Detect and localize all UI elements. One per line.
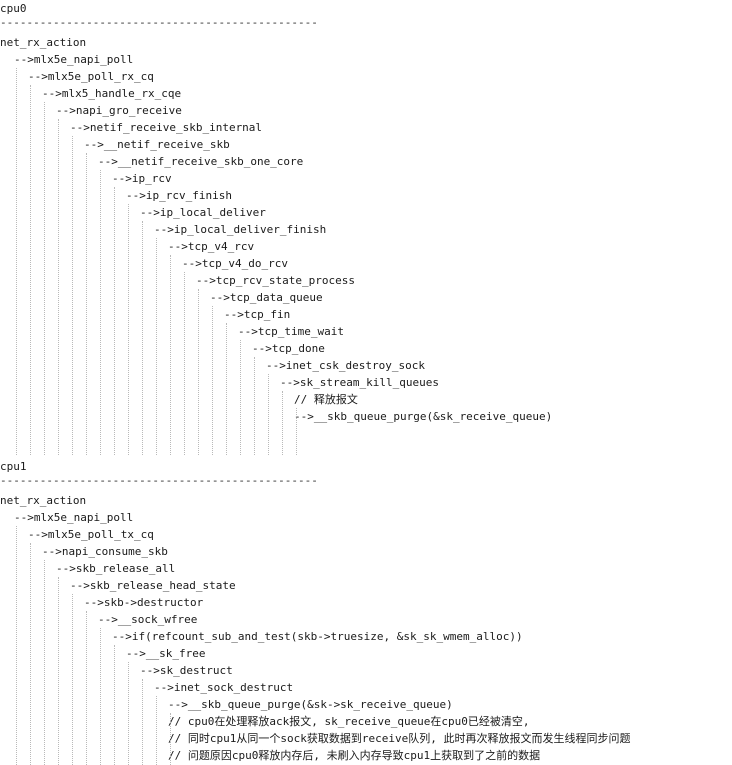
call-line: -->ip_local_deliver [140, 206, 266, 219]
call-line: -->mlx5e_napi_poll [14, 53, 134, 66]
indent-guide [44, 102, 45, 455]
section-header: cpu0 [0, 2, 27, 15]
call-line: -->netif_receive_skb_internal [70, 121, 263, 134]
indent-guide [58, 577, 59, 765]
call-line: -->skb_release_all [56, 562, 176, 575]
call-line: -->tcp_data_queue [210, 291, 323, 304]
code-comment: // 问题原因cpu0释放内存后, 未刷入内存导致cpu1上获取到了之前的数据 [168, 749, 541, 762]
indent-guide [142, 221, 143, 455]
call-line: -->tcp_done [252, 342, 325, 355]
call-line: -->tcp_v4_do_rcv [182, 257, 288, 270]
indent-guide [226, 323, 227, 455]
call-line: -->__skb_queue_purge(&sk_receive_queue) [294, 410, 553, 423]
section-separator: ----------------------------------------… [0, 474, 318, 487]
indent-guide [30, 543, 31, 765]
call-line: -->mlx5_handle_rx_cqe [42, 87, 182, 100]
indent-guide [156, 696, 157, 765]
indent-guide [100, 170, 101, 455]
indent-guide [268, 374, 269, 455]
call-line: -->tcp_rcv_state_process [196, 274, 355, 287]
code-comment: // cpu0在处理释放ack报文, sk_receive_queue在cpu0… [168, 715, 530, 728]
indent-guide [86, 611, 87, 765]
indent-guide [44, 560, 45, 765]
indent-guide [254, 357, 255, 455]
call-line: -->inet_csk_destroy_sock [266, 359, 425, 372]
indent-guide [282, 391, 283, 455]
indent-guide [72, 136, 73, 455]
indent-guide [86, 153, 87, 455]
call-line: -->ip_local_deliver_finish [154, 223, 327, 236]
call-line: -->ip_rcv [112, 172, 172, 185]
call-line: -->__netif_receive_skb [84, 138, 230, 151]
indent-guide [170, 255, 171, 455]
call-line: -->inet_sock_destruct [154, 681, 294, 694]
indent-guide [16, 68, 17, 455]
call-line: -->mlx5e_napi_poll [14, 511, 134, 524]
call-line: -->napi_gro_receive [56, 104, 182, 117]
code-comment: // 释放报文 [294, 393, 358, 406]
indent-guide [30, 85, 31, 455]
indent-guide [58, 119, 59, 455]
call-line: -->__sock_wfree [98, 613, 198, 626]
indent-guide [296, 408, 297, 455]
call-line: -->tcp_time_wait [238, 325, 344, 338]
indent-guide [212, 306, 213, 455]
call-line: -->tcp_fin [224, 308, 291, 321]
call-line: net_rx_action [0, 36, 87, 49]
call-line: -->sk_destruct [140, 664, 233, 677]
call-line: -->sk_stream_kill_queues [280, 376, 439, 389]
indent-guide [114, 187, 115, 455]
call-line: -->napi_consume_skb [42, 545, 168, 558]
indent-guide [156, 238, 157, 455]
indent-guide [142, 679, 143, 765]
section-header: cpu1 [0, 460, 27, 473]
call-line: -->skb_release_head_state [70, 579, 236, 592]
call-line: -->__skb_queue_purge(&sk->sk_receive_que… [168, 698, 453, 711]
call-line: -->tcp_v4_rcv [168, 240, 255, 253]
indent-guide [16, 526, 17, 765]
call-line: -->mlx5e_poll_rx_cq [28, 70, 154, 83]
call-line: net_rx_action [0, 494, 87, 507]
section-separator: ----------------------------------------… [0, 16, 318, 29]
indent-guide [198, 289, 199, 455]
indent-guide [128, 662, 129, 765]
call-line: -->__sk_free [126, 647, 206, 660]
call-line: -->if(refcount_sub_and_test(skb->truesiz… [112, 630, 523, 643]
indent-guide [170, 713, 171, 765]
call-line: -->mlx5e_poll_tx_cq [28, 528, 154, 541]
indent-guide [72, 594, 73, 765]
indent-guide [184, 272, 185, 455]
indent-guide [100, 628, 101, 765]
call-line: -->skb->destructor [84, 596, 204, 609]
indent-guide [128, 204, 129, 455]
code-comment: // 同时cpu1从同一个sock获取数据到receive队列, 此时再次释放报… [168, 732, 631, 745]
indent-guide [114, 645, 115, 765]
call-line: -->__netif_receive_skb_one_core [98, 155, 304, 168]
call-line: -->ip_rcv_finish [126, 189, 232, 202]
indent-guide [240, 340, 241, 455]
